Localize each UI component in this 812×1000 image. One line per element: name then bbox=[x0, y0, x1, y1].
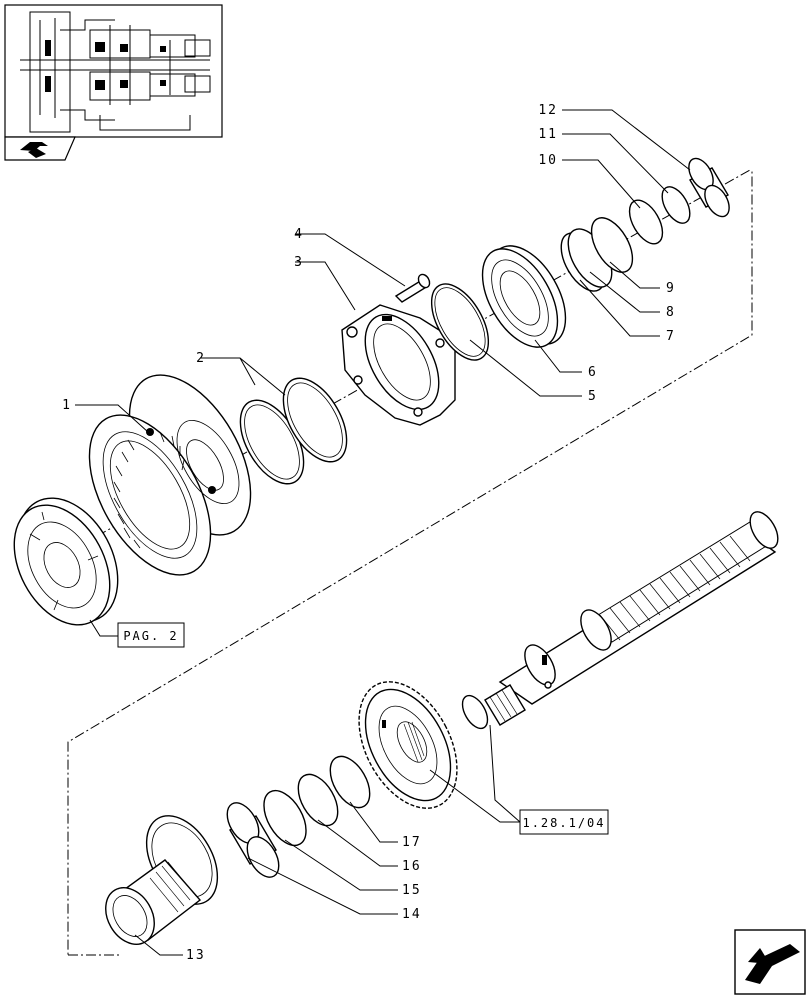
back-arrow-icon[interactable] bbox=[20, 142, 48, 158]
ring-part-15 bbox=[263, 789, 307, 847]
rings-part-7-8 bbox=[560, 228, 613, 292]
callout-14[interactable]: 14 bbox=[402, 907, 422, 922]
next-page-arrow-icon[interactable] bbox=[734, 929, 806, 995]
callout-17[interactable]: 17 bbox=[402, 835, 422, 850]
callout-15[interactable]: 15 bbox=[402, 883, 422, 898]
bolt-part-4 bbox=[394, 273, 431, 303]
callout-8[interactable]: 8 bbox=[666, 305, 676, 320]
ring-gear-housing-part-1 bbox=[88, 374, 252, 576]
ref-pag2-label: PAG. 2 bbox=[123, 629, 178, 643]
ring-part-16 bbox=[297, 773, 339, 827]
bushing-part-14 bbox=[226, 802, 280, 878]
ring-part-10 bbox=[628, 199, 664, 245]
splined-main-shaft bbox=[461, 511, 779, 730]
bearing-carrier-part-3 bbox=[341, 304, 456, 426]
ring-part-11 bbox=[661, 186, 691, 224]
callout-numbers: 1 2 3 4 5 6 7 8 9 10 11 12 13 14 15 16 1… bbox=[62, 103, 676, 963]
callout-7[interactable]: 7 bbox=[666, 329, 676, 344]
callout-4[interactable]: 4 bbox=[294, 227, 304, 242]
callout-9[interactable]: 9 bbox=[666, 281, 676, 296]
gear-shaft-part-13 bbox=[105, 815, 219, 945]
callout-leaders bbox=[75, 109, 691, 956]
ring-part-9 bbox=[590, 217, 634, 273]
bushing-part-12 bbox=[688, 157, 730, 218]
callout-11[interactable]: 11 bbox=[538, 127, 558, 142]
callout-6[interactable]: 6 bbox=[588, 365, 598, 380]
assembly-thumbnail-icon[interactable] bbox=[4, 4, 223, 161]
ref-pag2-link[interactable]: PAG. 2 bbox=[117, 622, 185, 648]
ref-128104-label: 1.28.1/04 bbox=[522, 816, 605, 830]
callout-12[interactable]: 12 bbox=[538, 103, 558, 118]
ball-bearing-part-6 bbox=[481, 245, 567, 348]
snap-ring-part-17 bbox=[329, 755, 371, 809]
callout-1[interactable]: 1 bbox=[62, 398, 72, 413]
callout-10[interactable]: 10 bbox=[538, 153, 558, 168]
callout-2[interactable]: 2 bbox=[196, 351, 206, 366]
clutch-plate-assembly bbox=[13, 497, 119, 626]
callout-16[interactable]: 16 bbox=[402, 859, 422, 874]
callout-3[interactable]: 3 bbox=[294, 255, 304, 270]
sealing-rings-part-2 bbox=[239, 377, 348, 485]
ref-128104-link[interactable]: 1.28.1/04 bbox=[519, 809, 609, 835]
snap-ring-part-5 bbox=[430, 283, 490, 361]
callout-5[interactable]: 5 bbox=[588, 389, 598, 404]
callout-13[interactable]: 13 bbox=[186, 948, 206, 963]
spur-gear bbox=[358, 681, 458, 809]
